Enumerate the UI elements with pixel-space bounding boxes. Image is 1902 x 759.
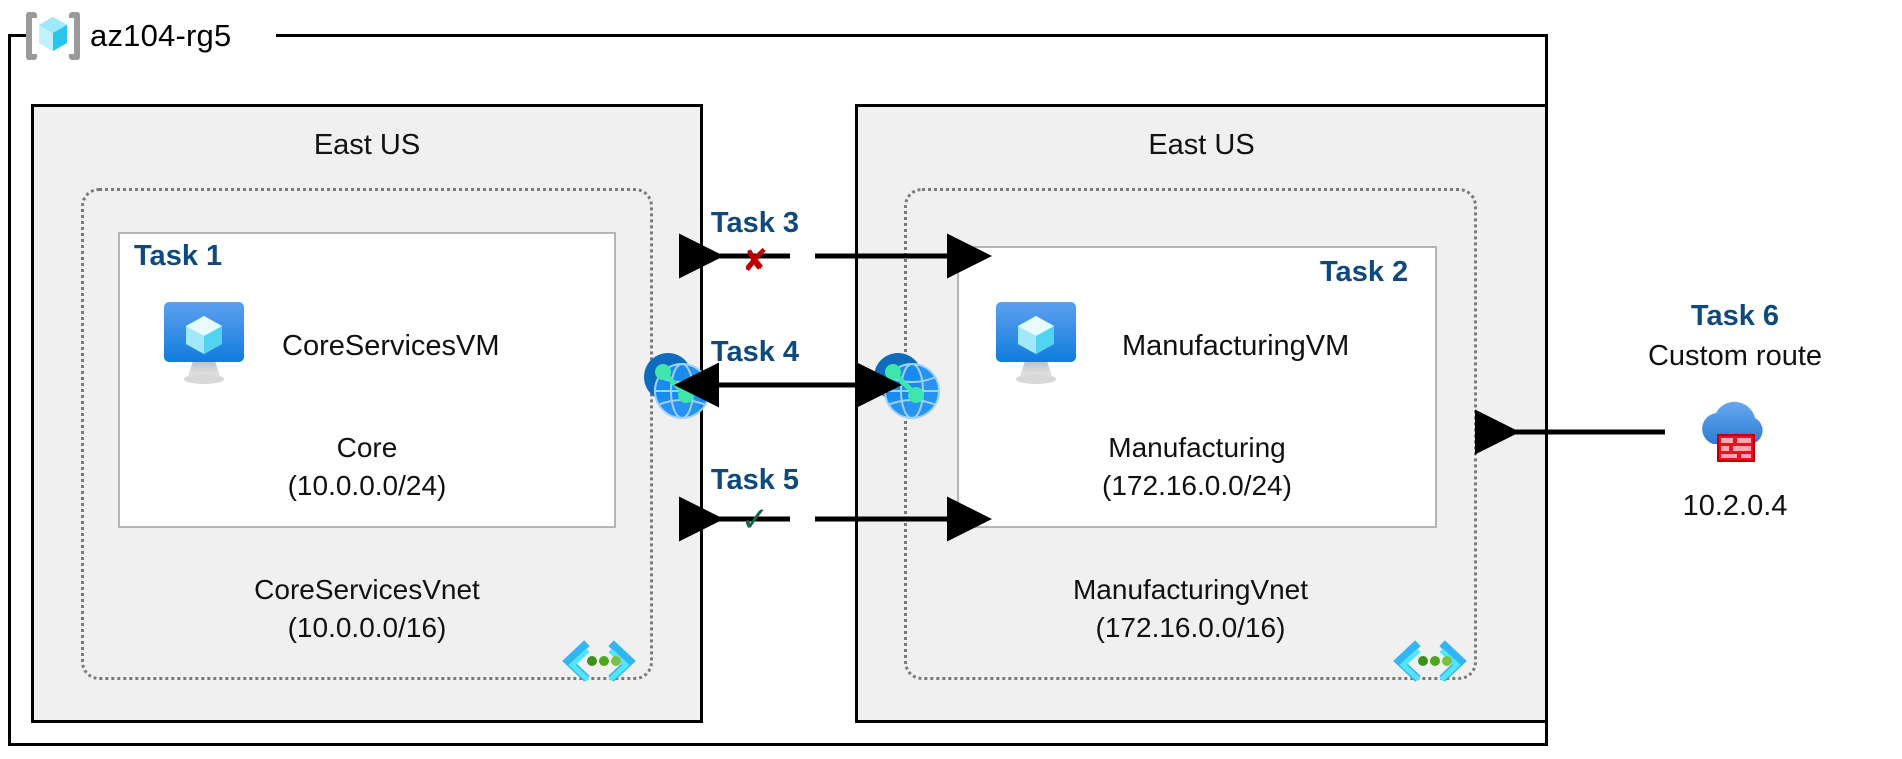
vm-name-manufacturingvm: ManufacturingVM [1122,330,1350,362]
subnet-cidr-manufacturing: (172.16.0.0/24) [1102,470,1292,501]
subnet-brackets-icon-core [562,640,636,682]
subnet-brackets-icon-manufacturing [1393,640,1467,682]
vnet-cidr-manufacturingvnet: (172.16.0.0/16) [1095,612,1286,643]
flow-mark-task5-check: ✓ [740,501,770,539]
vnet-name-coreservicesvnet: CoreServicesVnet [254,574,480,605]
subnet-name-manufacturing: Manufacturing [1108,432,1286,463]
virtual-machine-icon-core [164,302,244,384]
subnet-manufacturing [957,246,1437,528]
flow-label-task4: Task 4 [710,336,800,368]
task-label-2: Task 2 [1320,256,1409,288]
resource-group-cube-icon [26,9,80,63]
flow-label-task5: Task 5 [710,464,800,496]
region-label-right: East US [1148,129,1255,161]
task-label-1: Task 1 [134,240,223,272]
custom-route-label: Custom route [1647,340,1823,372]
subnet-name-core: Core [336,432,398,463]
virtual-machine-icon-manufacturing [996,302,1076,384]
task-label-6: Task 6 [1690,300,1780,332]
firewall-ip-address: 10.2.0.4 [1682,490,1788,522]
resource-group-header: az104-rg5 [26,8,246,64]
region-label-left: East US [313,129,421,161]
vm-name-coreservicesvm: CoreServicesVM [282,330,500,362]
vnet-coreservicesvnet [81,188,653,680]
vnet-peering-icon-right [874,353,940,419]
flow-label-task3: Task 3 [710,207,800,239]
flow-mark-task3-cross: ✘ [742,243,768,278]
firewall-cloud-icon [1702,401,1763,462]
subnet-cidr-core: (10.0.0.0/24) [287,470,447,501]
vnet-name-manufacturingvnet: ManufacturingVnet [1072,574,1309,605]
vnet-cidr-coreservicesvnet: (10.0.0.0/16) [287,612,447,643]
resource-group-name: az104-rg5 [90,18,232,53]
